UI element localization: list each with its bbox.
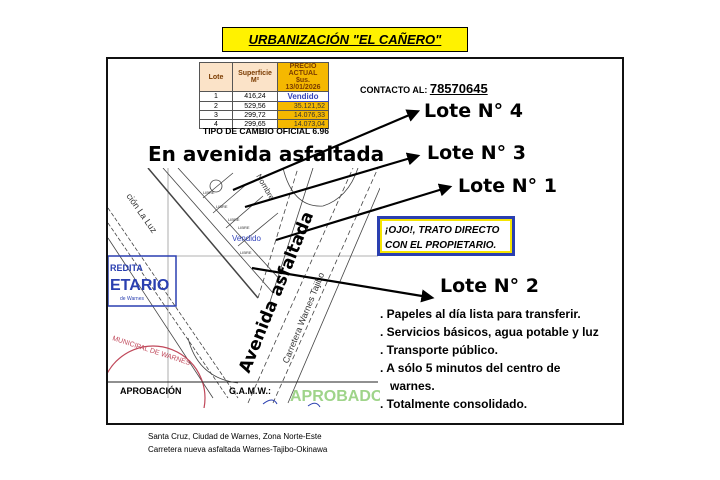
svg-text:ETARIO: ETARIO <box>110 277 169 294</box>
gamw-label: G.A.M.W.: <box>229 386 271 396</box>
list-item: . Papeles al día lista para transferir. <box>380 307 581 321</box>
lot-map: LIBRE LIBRE LIBRE LIBRE LIBRE Vendido ci… <box>108 168 380 408</box>
direct-owner-notice: ¡OJO!, TRATO DIRECTO CON EL PROPIETARIO. <box>377 216 515 256</box>
blue-stamp: REDITA ETARIO de Warnes <box>108 255 177 307</box>
svg-text:REDITA: REDITA <box>110 263 143 273</box>
lot3-status: LIBRE <box>228 217 240 222</box>
flyer-title: URBANIZACIÓN "EL CAÑERO" <box>222 27 468 52</box>
footer-line2: Carretera nueva asfaltada Warnes-Tajibo-… <box>148 445 328 454</box>
approval-label: APROBACIÓN <box>120 386 182 396</box>
features-list: . Papeles al día lista para transferir. … <box>380 305 599 413</box>
contact-label: CONTACTO AL: <box>360 85 428 95</box>
lot1-status: LIBRE <box>238 225 250 230</box>
arrow-lote4 <box>232 109 421 192</box>
lot4-status: LIBRE <box>216 204 228 209</box>
svg-text:de Warnes: de Warnes <box>120 296 144 302</box>
lote3-label: Lote N° 3 <box>427 142 526 164</box>
lote4-label: Lote N° 4 <box>424 100 523 122</box>
exchange-rate: TIPO DE CAMBIO OFICIAL 6.96 <box>203 126 329 136</box>
lote1-label: Lote N° 1 <box>458 175 557 197</box>
lot2-status: LIBRE <box>240 250 252 255</box>
map-sold-label: Vendido <box>232 234 261 243</box>
lot5-status: LIBRE <box>203 190 215 195</box>
table-row: 4 299,65 14.073,04 <box>199 119 329 129</box>
list-item: warnes. <box>390 379 435 393</box>
price-table: Lote Superficie M² PRECIO ACTUAL $us. 13… <box>199 62 329 129</box>
green-stamp: APROBADO <box>290 388 380 405</box>
contact-number: 78570645 <box>429 81 488 96</box>
lote2-label: Lote N° 2 <box>440 275 539 297</box>
arrow-lote1 <box>275 183 453 242</box>
footer: Santa Cruz, Ciudad de Warnes, Zona Norte… <box>148 430 327 456</box>
flyer-frame <box>106 57 624 425</box>
list-item: . A sólo 5 minutos del centro de <box>380 361 561 375</box>
list-item: . Servicios básicos, agua potable y luz <box>380 325 599 339</box>
signature <box>262 399 321 408</box>
arrow-lote2 <box>251 266 435 303</box>
contact: CONTACTO AL: 78570645 <box>360 81 488 98</box>
arrow-lote3 <box>244 152 421 209</box>
headline: En avenida asfaltada <box>148 142 385 166</box>
list-item: . Totalmente consolidado. <box>380 397 528 411</box>
list-item: . Transporte público. <box>380 343 499 357</box>
footer-line1: Santa Cruz, Ciudad de Warnes, Zona Norte… <box>148 432 322 441</box>
